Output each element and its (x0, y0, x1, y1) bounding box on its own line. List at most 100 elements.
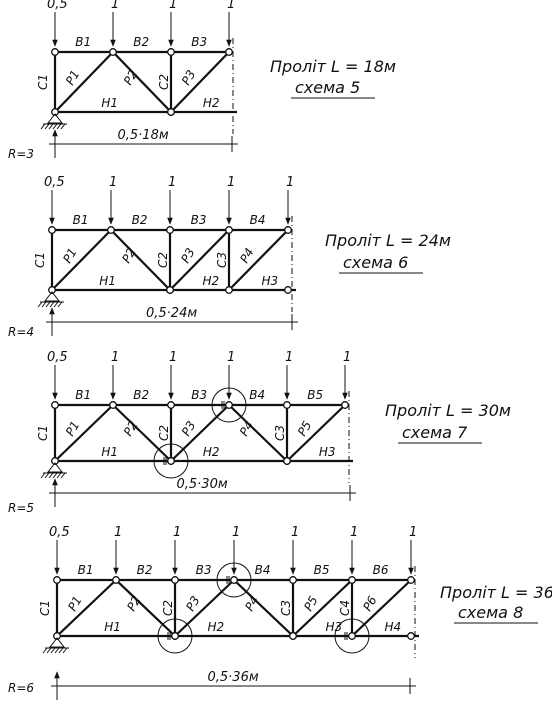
vertical-label: C3 (279, 600, 293, 616)
top-node (166, 226, 174, 234)
diagonal-p4 (233, 579, 294, 637)
support-hatch (57, 301, 63, 308)
diagonal-p4 (228, 404, 288, 462)
diagonal-p4 (228, 229, 289, 291)
diagonal-label: P3 (179, 419, 199, 439)
diagonal-p3 (170, 51, 230, 113)
bottom-node (171, 632, 179, 640)
support-hatch (49, 301, 55, 308)
top-chord-label: B5 (314, 563, 330, 577)
top-node (51, 48, 59, 56)
top-node (51, 401, 59, 409)
bottom-chord-label: H3 (261, 274, 278, 288)
joint-detail-circle (334, 618, 370, 654)
top-chord-label: B1 (75, 388, 91, 402)
support-hatch (44, 123, 50, 130)
top-chord-label: B4 (249, 388, 265, 402)
diagonal-p2 (112, 51, 172, 113)
top-chord-label: B3 (196, 563, 212, 577)
bottom-chord-label: H1 (101, 445, 118, 459)
top-node (341, 401, 349, 409)
support-hatch (56, 123, 62, 130)
vertical-label: C1 (36, 425, 50, 441)
load-label: 1 (291, 525, 299, 540)
bottom-node (284, 286, 292, 294)
top-chord-label: B3 (191, 388, 207, 402)
vertical-label: C2 (157, 74, 171, 90)
load-label: 0,5 (44, 175, 65, 190)
top-node (284, 226, 292, 234)
reaction-label: R=6 (8, 681, 34, 695)
top-chord-label: B6 (373, 563, 389, 577)
top-node (167, 401, 175, 409)
load-label: 1 (232, 525, 240, 540)
reaction-label: R=4 (8, 325, 34, 339)
support-hatch (48, 123, 54, 130)
diagonal-label: P5 (301, 594, 321, 614)
bottom-chord-label: H2 (202, 274, 219, 288)
diagonal-label: P4 (242, 594, 262, 614)
load-label: 0,5 (49, 525, 70, 540)
diagonal-label: P4 (237, 246, 257, 266)
diagonal-label: P5 (295, 419, 315, 439)
bottom-chord-label: H3 (319, 445, 336, 459)
bottom-chord-label: H1 (99, 274, 116, 288)
bottom-chord-label: H2 (203, 96, 220, 110)
support-hatch (52, 123, 58, 130)
diagonal-label: P4 (237, 419, 257, 439)
load-label: 1 (111, 0, 119, 12)
load-label: 1 (409, 525, 417, 540)
top-node (53, 576, 61, 584)
scheme-title: Проліт L = 36г (440, 583, 552, 602)
joint-detail-circle (153, 443, 189, 479)
dimension-label: 0,5·24м (146, 306, 197, 321)
support-hatch (62, 647, 68, 654)
top-node (112, 576, 120, 584)
diagonal-p1 (56, 579, 117, 637)
top-node (171, 576, 179, 584)
top-node (167, 48, 175, 56)
top-node (283, 401, 291, 409)
bottom-node (283, 457, 291, 465)
diagonal-label: P1 (65, 594, 85, 614)
support-hatch (46, 647, 52, 654)
support-hatch (40, 472, 46, 479)
top-node (225, 226, 233, 234)
support-hatch (45, 301, 51, 308)
diagonal-p3 (174, 579, 235, 637)
top-chord-label: B1 (78, 563, 94, 577)
load-label: 1 (169, 350, 177, 365)
support-hatch (53, 301, 59, 308)
bottom-chord-label: H1 (101, 96, 118, 110)
load-label: 0,5 (47, 0, 68, 12)
diagonal-label: P2 (119, 246, 139, 266)
bottom-node (167, 108, 175, 116)
load-label: 1 (111, 350, 119, 365)
bottom-node (51, 108, 59, 116)
load-label: 1 (109, 175, 117, 190)
top-chord-label: B2 (133, 35, 149, 49)
bottom-chord-label: H2 (203, 445, 220, 459)
support-hatch (60, 472, 66, 479)
top-node (109, 48, 117, 56)
vertical-label: C2 (157, 425, 171, 441)
top-chord-label: B3 (191, 213, 207, 227)
vertical-label: C4 (338, 600, 352, 616)
scheme-title: Проліт L = 18м (270, 57, 396, 76)
pin-support (43, 291, 61, 302)
load-label: 1 (227, 350, 235, 365)
load-label: 1 (227, 0, 235, 12)
vertical-label: C1 (36, 74, 50, 90)
reaction-label: R=5 (8, 501, 34, 515)
load-label: 1 (173, 525, 181, 540)
support-hatch (60, 123, 66, 130)
support-hatch (54, 647, 60, 654)
bottom-node (166, 286, 174, 294)
diagonal-p1 (54, 404, 114, 462)
top-chord-label: B2 (132, 213, 148, 227)
scheme-subtitle: схема 7 (402, 423, 468, 442)
top-node (289, 576, 297, 584)
